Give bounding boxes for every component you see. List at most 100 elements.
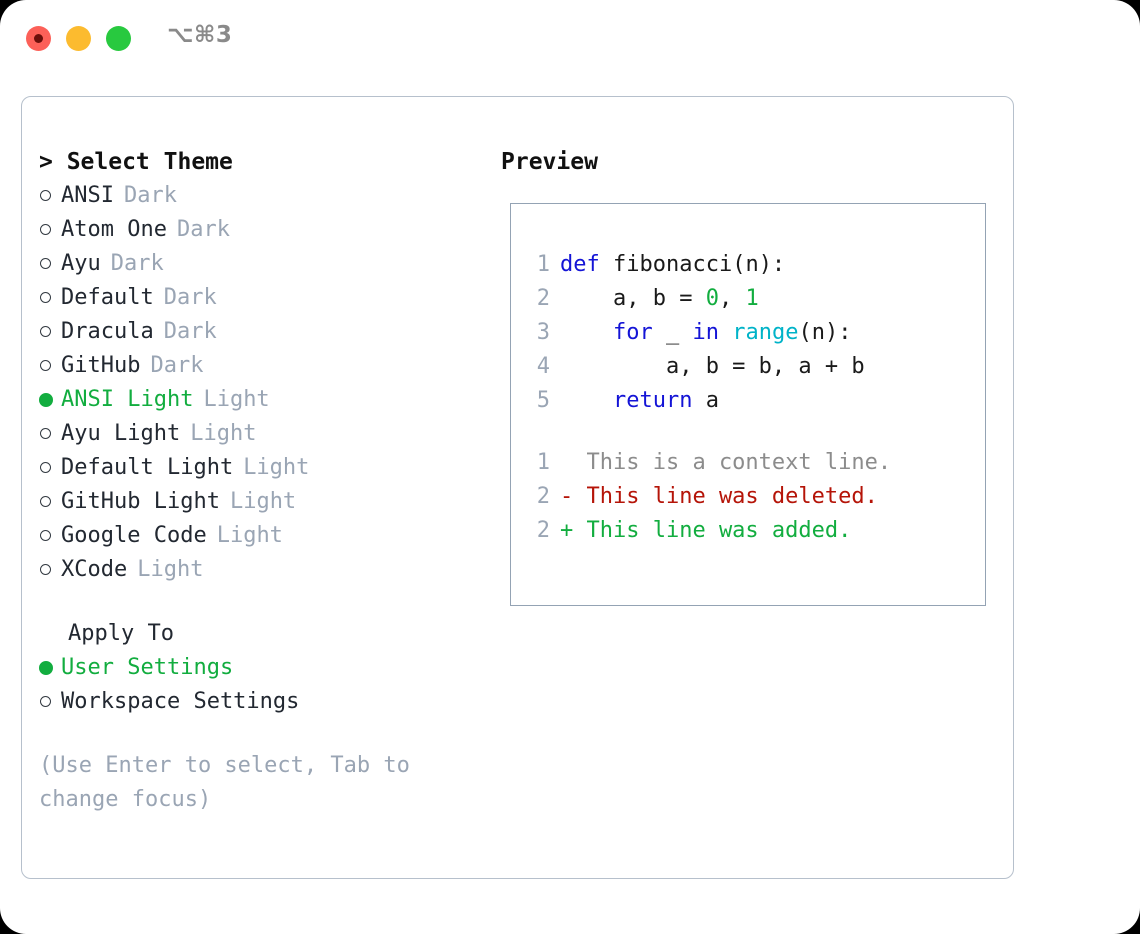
diff-line-number: 2	[536, 518, 550, 543]
theme-variant-badge: Light	[137, 557, 204, 582]
apply-to-label: Apply To	[68, 621, 174, 646]
theme-option-label: ANSI Light	[61, 387, 194, 412]
radio-unselected-icon	[39, 179, 61, 213]
apply-to-option-label: Workspace Settings	[61, 689, 300, 714]
theme-variant-badge: Dark	[150, 353, 204, 378]
radio-unselected-icon	[39, 451, 61, 485]
radio-unselected-icon	[39, 519, 61, 553]
radio-selected-icon	[39, 651, 61, 685]
code-token-pln: a, b = b, a + b	[560, 354, 865, 379]
code-token-fn: range	[732, 320, 799, 345]
keyboard-hint-text: (Use Enter to select, Tab to change focu…	[39, 753, 424, 812]
radio-unselected-icon	[39, 315, 61, 349]
code-token-num: 1	[745, 286, 759, 311]
code-token-pln: a, b =	[560, 286, 706, 311]
theme-option-ansi[interactable]: ANSI Dark	[39, 179, 499, 213]
theme-option-label: Default Light	[61, 455, 234, 480]
theme-variant-badge: Light	[203, 387, 270, 412]
theme-option-ayu[interactable]: Ayu Dark	[39, 247, 499, 281]
apply-to-option-label: User Settings	[61, 655, 234, 680]
minimize-button[interactable]	[66, 26, 91, 51]
code-line-text: a, b = b, a + b	[560, 350, 865, 384]
code-line-number: 4	[536, 354, 550, 379]
select-theme-header: > Select Theme	[39, 149, 233, 175]
theme-variant-badge: Dark	[110, 251, 164, 276]
theme-option-atom-one[interactable]: Atom One Dark	[39, 213, 499, 247]
radio-unselected-icon	[39, 553, 61, 587]
code-line: 3 for _ in range(n):	[524, 316, 979, 350]
code-token-kw: for	[612, 320, 653, 345]
code-token-pln: a	[692, 388, 719, 413]
code-line: 5 return a	[524, 384, 979, 418]
code-token-pln: _	[652, 320, 693, 345]
code-line-text: a, b = 0, 1	[560, 282, 759, 316]
code-token-num: 0	[705, 286, 719, 311]
theme-option-default-light[interactable]: Default Light Light	[39, 451, 499, 485]
theme-variant-badge: Dark	[163, 319, 217, 344]
theme-variant-badge: Light	[190, 421, 257, 446]
theme-option-google-code[interactable]: Google Code Light	[39, 519, 499, 553]
maximize-button[interactable]	[106, 26, 131, 51]
code-token-pln	[560, 320, 613, 345]
diff-sample: 1 This is a context line.2- This line wa…	[524, 446, 979, 548]
radio-unselected-icon	[39, 485, 61, 519]
theme-option-label: ANSI	[61, 183, 114, 208]
code-line-number: 2	[536, 286, 550, 311]
theme-option-label: GitHub	[61, 353, 141, 378]
code-token-pln: ,	[718, 286, 746, 311]
theme-variant-badge: Dark	[176, 217, 230, 242]
code-line: 2 a, b = 0, 1	[524, 282, 979, 316]
diff-line-number: 1	[536, 450, 550, 475]
code-token-pln: fibonacci(n):	[599, 252, 786, 277]
apply-to-option-user-settings[interactable]: User Settings	[39, 651, 499, 685]
theme-option-label: Dracula	[61, 319, 154, 344]
apply-to-option-workspace-settings[interactable]: Workspace Settings	[39, 685, 499, 719]
theme-variant-badge: Dark	[123, 183, 177, 208]
code-line-text: return a	[560, 384, 719, 418]
code-line-text: for _ in range(n):	[560, 316, 851, 350]
code-line-number: 3	[536, 320, 550, 345]
code-token-pln	[719, 320, 732, 345]
theme-option-label: XCode	[61, 557, 128, 582]
theme-option-ayu-light[interactable]: Ayu Light Light	[39, 417, 499, 451]
theme-variant-badge: Light	[216, 523, 283, 548]
radio-unselected-icon	[39, 417, 61, 451]
theme-option-label: Google Code	[61, 523, 207, 548]
diff-line-del: 2- This line was deleted.	[524, 480, 979, 514]
theme-option-label: Ayu Light	[61, 421, 181, 446]
theme-option-label: Ayu	[61, 251, 101, 276]
radio-unselected-icon	[39, 685, 61, 719]
diff-line-text: This is a context line.	[560, 450, 892, 475]
theme-option-label: Default	[61, 285, 154, 310]
theme-option-label: Atom One	[61, 217, 167, 242]
theme-option-github[interactable]: GitHub Dark	[39, 349, 499, 383]
radio-unselected-icon	[39, 281, 61, 315]
code-token-kw: return	[612, 388, 693, 413]
code-token-pln	[560, 388, 613, 413]
radio-unselected-icon	[39, 247, 61, 281]
preview-spacer	[524, 418, 979, 446]
recording-indicator-dot	[34, 34, 43, 43]
theme-option-xcode[interactable]: XCode Light	[39, 553, 499, 587]
radio-selected-icon	[39, 383, 61, 417]
code-token-kw: def	[560, 252, 600, 277]
theme-option-dracula[interactable]: Dracula Dark	[39, 315, 499, 349]
theme-variant-badge: Light	[229, 489, 297, 514]
code-line: 4 a, b = b, a + b	[524, 350, 979, 384]
diff-line-text: - This line was deleted.	[560, 484, 878, 509]
theme-option-label: GitHub Light	[61, 489, 220, 514]
theme-option-ansi-light[interactable]: ANSI Light Light	[39, 383, 499, 417]
radio-unselected-icon	[39, 213, 61, 247]
theme-option-github-light[interactable]: GitHub Light Light	[39, 485, 499, 519]
theme-variant-badge: Light	[243, 455, 310, 480]
